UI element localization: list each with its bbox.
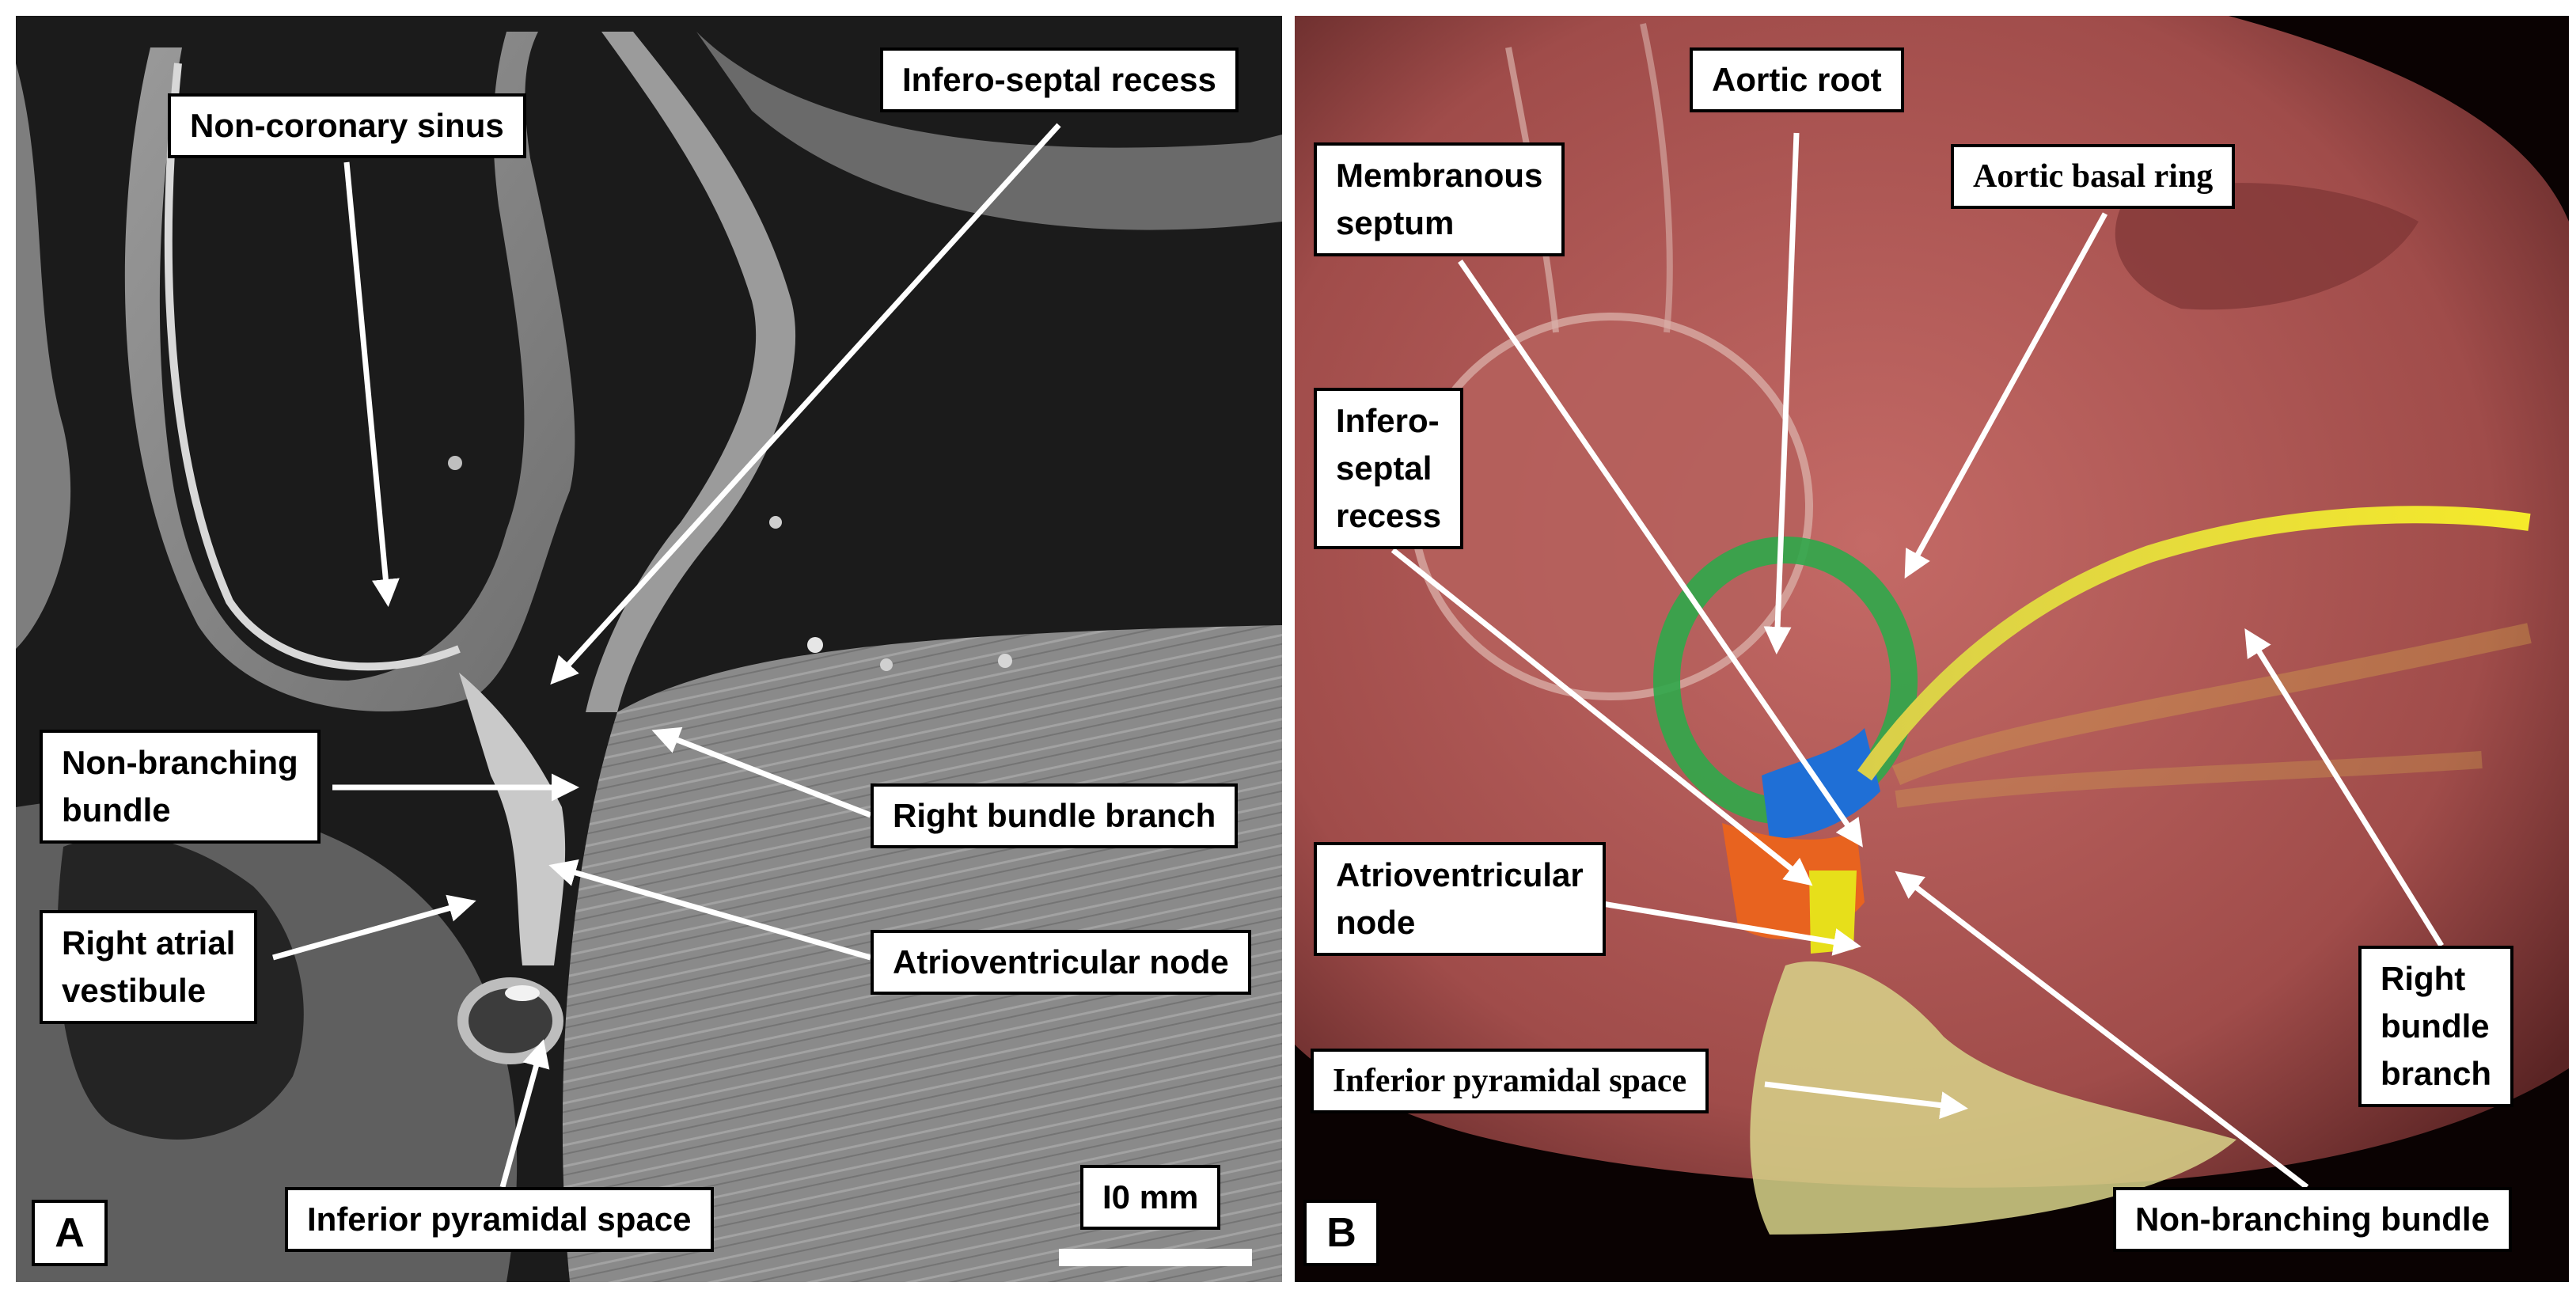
label-a-right-atrial-vestibule: Right atrial vestibule bbox=[40, 910, 258, 1024]
label-b-inferior-pyramidal-space: Inferior pyramidal space bbox=[1311, 1049, 1709, 1113]
label-a-non-branching-bundle: Non-branching bundle bbox=[40, 730, 321, 844]
label-b-atrioventricular-node: Atrioventricular node bbox=[1314, 842, 1606, 956]
scale-bar bbox=[1059, 1249, 1252, 1266]
panel-a-letter: A bbox=[32, 1200, 108, 1266]
label-b-aortic-basal-ring: Aortic basal ring bbox=[1951, 144, 2236, 209]
label-b-membranous-septum: Membranous septum bbox=[1314, 142, 1565, 256]
label-b-aortic-root: Aortic root bbox=[1690, 47, 1904, 112]
label-a-scale-value: I0 mm bbox=[1080, 1165, 1221, 1230]
panel-a-microct-image bbox=[16, 16, 1282, 1282]
panel-a-tissue-drawing bbox=[16, 16, 1282, 1282]
label-b-right-bundle-branch: Right bundle branch bbox=[2358, 946, 2514, 1107]
label-b-infero-septal-recess: Infero- septal recess bbox=[1314, 388, 1464, 549]
label-a-infero-septal-recess: Infero-septal recess bbox=[880, 47, 1239, 112]
label-a-inferior-pyramidal-space: Inferior pyramidal space bbox=[285, 1187, 714, 1252]
label-a-non-coronary-sinus: Non-coronary sinus bbox=[168, 93, 526, 158]
label-a-atrioventricular-node: Atrioventricular node bbox=[871, 930, 1251, 995]
label-a-right-bundle-branch: Right bundle branch bbox=[871, 783, 1239, 848]
panel-b-letter: B bbox=[1303, 1200, 1379, 1266]
label-b-non-branching-bundle: Non-branching bundle bbox=[2113, 1187, 2512, 1252]
